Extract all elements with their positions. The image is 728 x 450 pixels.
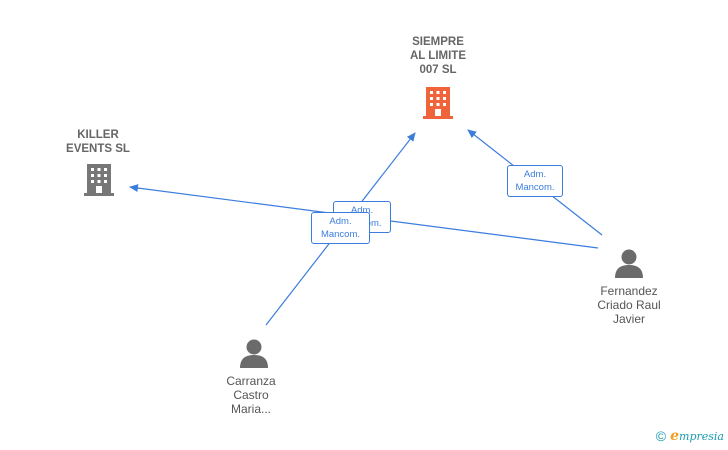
edge-role-line1: Adm. bbox=[523, 169, 547, 180]
copyright-icon: © bbox=[655, 428, 667, 444]
edge-role-line1: Adm. bbox=[350, 205, 374, 216]
edge-label-carranza-siempre[interactable]: Adm. Mancom. bbox=[311, 212, 370, 244]
brand-logo: empresia bbox=[670, 428, 724, 444]
edge-role-line2: Mancom. bbox=[320, 229, 361, 240]
company-label-killer[interactable]: KILLER EVENTS SL bbox=[66, 129, 130, 155]
building-icon[interactable] bbox=[84, 162, 114, 196]
edge-role-line1: Adm. bbox=[329, 216, 352, 227]
company-label-siempre[interactable]: SIEMPRE AL LIMITE 007 SL bbox=[409, 36, 466, 76]
copyright-watermark: © empresia bbox=[656, 428, 724, 444]
person-icon[interactable] bbox=[613, 248, 645, 278]
person-label-fernandez[interactable]: Fernandez Criado Raul Javier bbox=[597, 284, 661, 326]
edge-label-fernandez-siempre[interactable]: Adm. Mancom. bbox=[507, 165, 563, 197]
building-icon[interactable] bbox=[423, 85, 453, 119]
person-icon[interactable] bbox=[238, 338, 270, 368]
person-label-carranza[interactable]: Carranza Castro Maria... bbox=[226, 374, 276, 416]
edge-role-line2: Mancom. bbox=[515, 182, 555, 193]
